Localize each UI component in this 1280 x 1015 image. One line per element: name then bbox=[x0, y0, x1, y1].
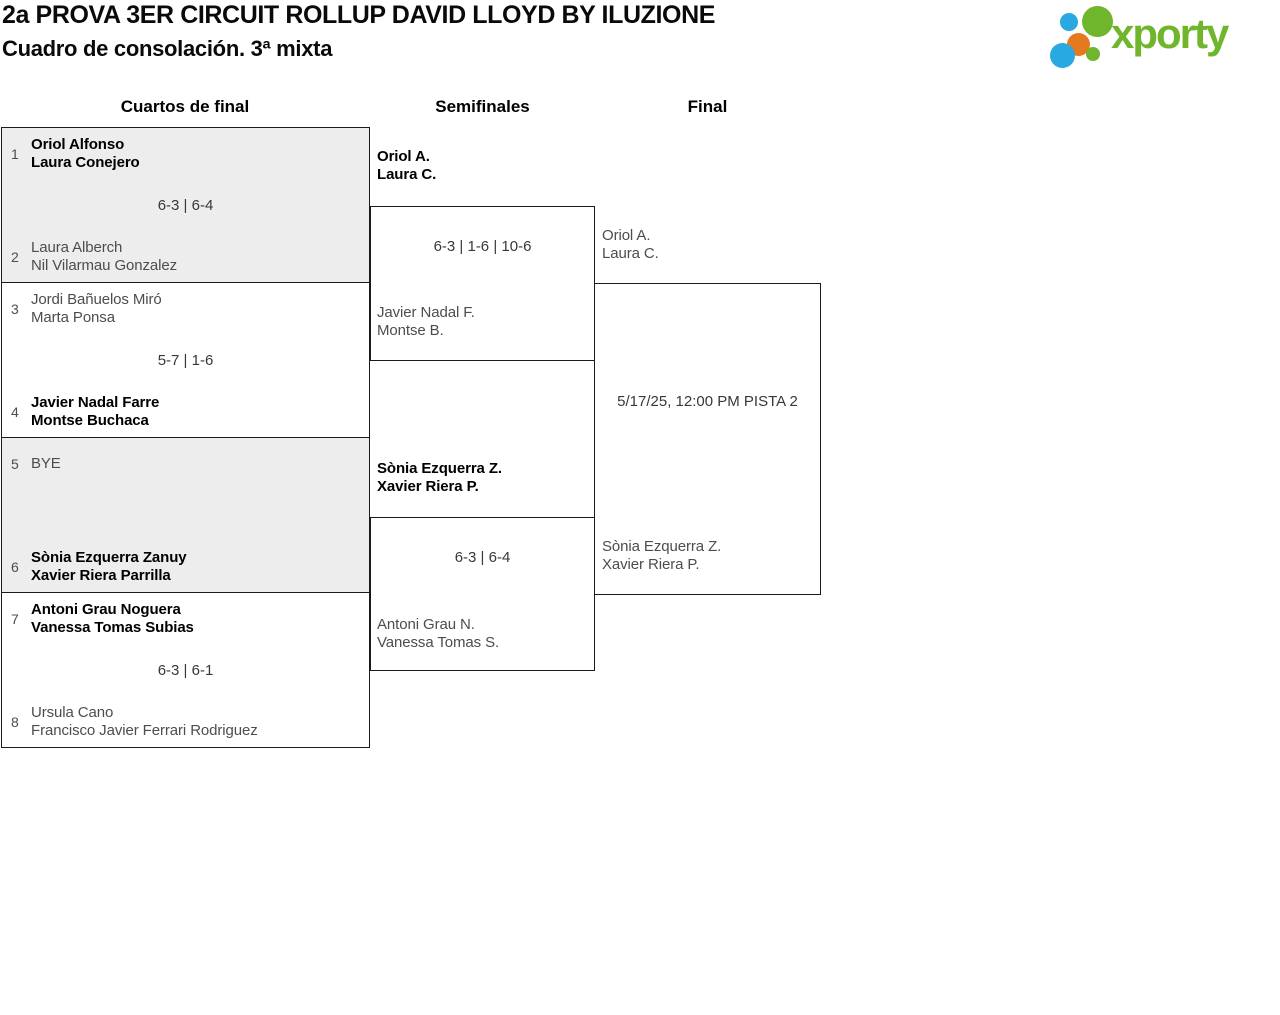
player-name: Montse B. bbox=[377, 322, 444, 339]
seed-number: 1 bbox=[11, 146, 19, 162]
player-name: Javier Nadal F. bbox=[377, 304, 475, 321]
match-score: 6-3 | 1-6 | 10-6 bbox=[433, 238, 532, 255]
player-name: Oriol Alfonso bbox=[31, 136, 125, 153]
player-name: Laura C. bbox=[602, 245, 659, 262]
player-name: Montse Buchaca bbox=[31, 412, 149, 429]
player-name: Sònia Ezquerra Z. bbox=[602, 538, 722, 555]
player-name: Sònia Ezquerra Z. bbox=[377, 460, 502, 477]
player-name: Antoni Grau Noguera bbox=[31, 601, 181, 618]
team-name: Ursula Cano Francisco Javier Ferrari Rod… bbox=[31, 704, 258, 740]
seed-number: 5 bbox=[11, 456, 19, 472]
match-slot: 1 Oriol Alfonso Laura Conejero bbox=[11, 136, 361, 172]
team-name: Antoni Grau Noguera Vanessa Tomas Subias bbox=[31, 601, 194, 637]
player-name: Ursula Cano bbox=[31, 704, 114, 721]
player-name: Vanessa Tomas Subias bbox=[31, 619, 194, 636]
player-name: Laura Alberch bbox=[31, 239, 123, 256]
bye-label: BYE bbox=[31, 455, 61, 472]
semifinal2-top-team-label: Sònia Ezquerra Z. Xavier Riera P. bbox=[377, 460, 502, 496]
match-score: 6-3 | 6-4 bbox=[157, 197, 214, 214]
player-name: Xavier Riera P. bbox=[377, 478, 479, 495]
player-name: Laura Conejero bbox=[31, 154, 140, 171]
player-name: Laura C. bbox=[377, 166, 437, 183]
logo-dot-green-large-icon bbox=[1082, 6, 1113, 37]
match-box-quarterfinal-4: 7 Antoni Grau Noguera Vanessa Tomas Subi… bbox=[1, 592, 370, 748]
seed-number: 8 bbox=[11, 714, 19, 730]
match-box-quarterfinal-1: 1 Oriol Alfonso Laura Conejero 6-3 | 6-4… bbox=[1, 127, 370, 283]
player-name: Francisco Javier Ferrari Rodriguez bbox=[31, 722, 258, 739]
semifinal1-bottom-team-label: Javier Nadal F. Montse B. bbox=[377, 304, 475, 340]
match-box-quarterfinal-3: 5 BYE 6 Sònia Ezquerra Zanuy Xavier Rier… bbox=[1, 437, 370, 593]
team-name: BYE bbox=[31, 455, 61, 473]
seed-number: 3 bbox=[11, 301, 19, 317]
column-header-semifinals: Semifinales bbox=[435, 97, 530, 116]
match-slot: 5 BYE bbox=[11, 446, 361, 482]
player-name: Oriol A. bbox=[377, 148, 430, 165]
match-slot: 8 Ursula Cano Francisco Javier Ferrari R… bbox=[11, 704, 361, 740]
player-name: Sònia Ezquerra Zanuy bbox=[31, 549, 187, 566]
final-match-schedule: 5/17/25, 12:00 PM PISTA 2 bbox=[617, 393, 798, 410]
match-slot: 2 Laura Alberch Nil Vilarmau Gonzalez bbox=[11, 239, 361, 275]
seed-number: 7 bbox=[11, 611, 19, 627]
page-title: 2a PROVA 3ER CIRCUIT ROLLUP DAVID LLOYD … bbox=[2, 1, 716, 29]
column-header-final: Final bbox=[687, 97, 728, 116]
page-subtitle: Cuadro de consolación. 3ª mixta bbox=[2, 36, 333, 61]
player-name: Xavier Riera P. bbox=[602, 556, 700, 573]
column-header-quarterfinals: Cuartos de final bbox=[120, 97, 250, 116]
logo-dot-blue-large-icon bbox=[1050, 43, 1075, 68]
match-score: 6-3 | 6-1 bbox=[157, 662, 214, 679]
team-name: Oriol Alfonso Laura Conejero bbox=[31, 136, 140, 172]
logo-wordmark: xporty bbox=[1111, 10, 1229, 57]
seed-number: 2 bbox=[11, 249, 19, 265]
match-box-quarterfinal-2: 3 Jordi Bañuelos Miró Marta Ponsa 5-7 | … bbox=[1, 282, 370, 438]
semifinal1-top-team-label: Oriol A. Laura C. bbox=[377, 148, 436, 184]
logo-dot-blue-small-icon bbox=[1060, 13, 1078, 31]
match-slot: 4 Javier Nadal Farre Montse Buchaca bbox=[11, 394, 361, 430]
player-name: Marta Ponsa bbox=[31, 309, 115, 326]
logo-dot-green-small-icon bbox=[1086, 47, 1100, 61]
xporty-logo[interactable]: xporty bbox=[1045, 0, 1277, 68]
semifinal2-bottom-team-label: Antoni Grau N. Vanessa Tomas S. bbox=[377, 616, 499, 652]
team-name: Sònia Ezquerra Zanuy Xavier Riera Parril… bbox=[31, 549, 187, 585]
player-name: Vanessa Tomas S. bbox=[377, 634, 500, 651]
match-score: 6-3 | 6-4 bbox=[454, 549, 511, 566]
match-slot: 7 Antoni Grau Noguera Vanessa Tomas Subi… bbox=[11, 601, 361, 637]
team-name: Laura Alberch Nil Vilarmau Gonzalez bbox=[31, 239, 177, 275]
player-name: Xavier Riera Parrilla bbox=[31, 567, 171, 584]
final-top-team-label: Oriol A. Laura C. bbox=[602, 227, 659, 263]
player-name: Javier Nadal Farre bbox=[31, 394, 160, 411]
player-name: Jordi Bañuelos Miró bbox=[31, 291, 162, 308]
seed-number: 4 bbox=[11, 404, 19, 420]
player-name: Nil Vilarmau Gonzalez bbox=[31, 257, 178, 274]
match-box-final: 5/17/25, 12:00 PM PISTA 2 bbox=[594, 283, 821, 595]
final-bottom-team-label: Sònia Ezquerra Z. Xavier Riera P. bbox=[602, 538, 721, 574]
match-slot: 6 Sònia Ezquerra Zanuy Xavier Riera Parr… bbox=[11, 549, 361, 585]
seed-number: 6 bbox=[11, 559, 19, 575]
player-name: Antoni Grau N. bbox=[377, 616, 475, 633]
match-score: 5-7 | 1-6 bbox=[157, 352, 214, 369]
match-slot: 3 Jordi Bañuelos Miró Marta Ponsa bbox=[11, 291, 361, 327]
player-name: Oriol A. bbox=[602, 227, 651, 244]
team-name: Javier Nadal Farre Montse Buchaca bbox=[31, 394, 159, 430]
team-name: Jordi Bañuelos Miró Marta Ponsa bbox=[31, 291, 162, 327]
